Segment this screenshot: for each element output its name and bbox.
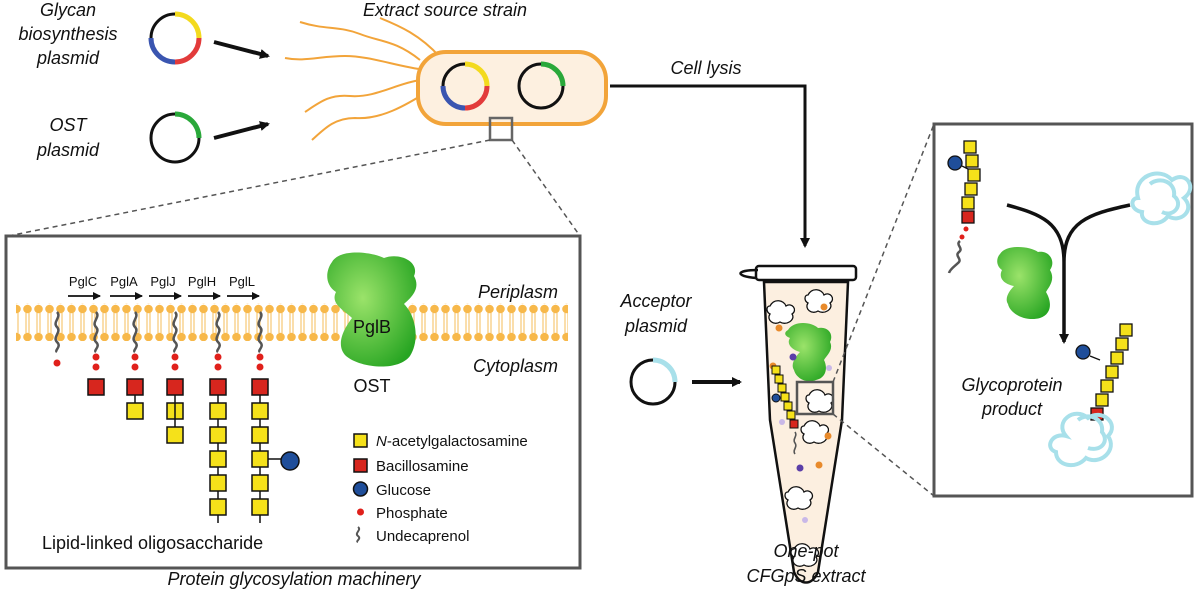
- glycan-plasmid-label: Glycan biosynthesis plasmid: [18, 0, 117, 68]
- glycoprotein-product: [1075, 323, 1133, 421]
- legend-item-galnac: N-acetylgalactosamine: [353, 433, 528, 450]
- glycan-plasmid-icon: [148, 11, 202, 65]
- ost-plasmid-label: OST plasmid: [36, 115, 100, 160]
- svg-text:OST: OST: [49, 115, 88, 135]
- free-llo: [947, 140, 981, 274]
- llo-label: Lipid-linked oligosaccharide: [42, 533, 263, 553]
- svg-text:One-pot: One-pot: [773, 541, 839, 561]
- glycan-arrow: [213, 40, 270, 59]
- tube-caption: One-pot CFGpS extract: [746, 541, 866, 586]
- acceptor-protein: [1130, 171, 1193, 226]
- legend-item-bacillosamine: Bacillosamine: [353, 458, 469, 475]
- cell-ost-plasmid-icon: [517, 61, 566, 110]
- svg-text:Acceptor: Acceptor: [619, 291, 692, 311]
- svg-text:Undecaprenol: Undecaprenol: [376, 528, 469, 545]
- ost-label: OST: [353, 376, 390, 396]
- acceptor-plasmid-icon: [629, 357, 678, 406]
- cell-glycan-plasmid-icon: [440, 61, 490, 111]
- svg-text:N-acetylgalactosamine: N-acetylgalactosamine: [376, 433, 528, 450]
- svg-text:biosynthesis: biosynthesis: [18, 24, 117, 44]
- cytoplasm-label: Cytoplasm: [473, 356, 558, 376]
- legend-item-phosphate: Phosphate: [357, 505, 448, 522]
- svg-text:plasmid: plasmid: [624, 316, 688, 336]
- llo-stage-3: [166, 311, 184, 444]
- cell-lysis-label: Cell lysis: [670, 58, 741, 78]
- svg-text:Phosphate: Phosphate: [376, 505, 448, 522]
- machinery-caption: Protein glycosylation machinery: [167, 569, 421, 589]
- svg-text:Glucose: Glucose: [376, 482, 431, 499]
- glycosylation-machinery-panel: [4, 234, 582, 570]
- svg-text:PglL: PglL: [229, 274, 255, 289]
- glycoprotein-product-label: Glycoprotein product: [961, 375, 1062, 419]
- svg-text:Glycan: Glycan: [40, 0, 96, 20]
- llo-stage-1: [87, 311, 105, 396]
- svg-text:CFGpS extract: CFGpS extract: [746, 566, 866, 586]
- enzyme-steps: PglC PglA PglJ PglH PglL: [68, 274, 260, 300]
- acceptor-plasmid-label: Acceptor plasmid: [619, 291, 692, 336]
- membrane-bilayer: [16, 303, 568, 341]
- svg-text:plasmid: plasmid: [36, 48, 100, 68]
- svg-text:PglA: PglA: [110, 274, 138, 289]
- svg-text:PglJ: PglJ: [150, 274, 175, 289]
- llo-stage-0: [53, 311, 61, 367]
- legend: N-acetylgalactosamine Bacillosamine Gluc…: [352, 433, 528, 545]
- pglb-label: PglB: [353, 317, 391, 337]
- llo-stage-4: [209, 311, 227, 523]
- cfgps-tube: [739, 264, 858, 584]
- ost-arrow: [213, 121, 270, 140]
- membrane-zoom-box: [488, 116, 514, 142]
- llo-stage-5: [251, 311, 300, 523]
- reaction-arrow: [1006, 203, 1131, 263]
- svg-text:Glycoprotein: Glycoprotein: [961, 375, 1062, 395]
- pglb-ost-enzyme: [327, 252, 417, 367]
- ost-plasmid-icon: [149, 111, 202, 164]
- svg-text:product: product: [981, 399, 1043, 419]
- legend-item-glucose: Glucose: [352, 481, 431, 499]
- extract-source-strain-label: Extract source strain: [363, 0, 527, 20]
- svg-text:plasmid: plasmid: [36, 140, 100, 160]
- source-cell: [416, 50, 608, 126]
- flagella: [284, 17, 441, 141]
- svg-text:PglH: PglH: [188, 274, 216, 289]
- periplasm-label: Periplasm: [478, 282, 558, 302]
- tube-zoom-box: [795, 380, 835, 416]
- cell-lysis-arrow: [610, 84, 810, 248]
- svg-text:Bacillosamine: Bacillosamine: [376, 458, 469, 475]
- product-protein: [1048, 411, 1114, 468]
- svg-text:PglC: PglC: [69, 274, 97, 289]
- panel-ost-enzyme: [997, 247, 1053, 320]
- llo-stage-2: [126, 311, 144, 420]
- legend-item-undecaprenol: Undecaprenol: [355, 526, 469, 545]
